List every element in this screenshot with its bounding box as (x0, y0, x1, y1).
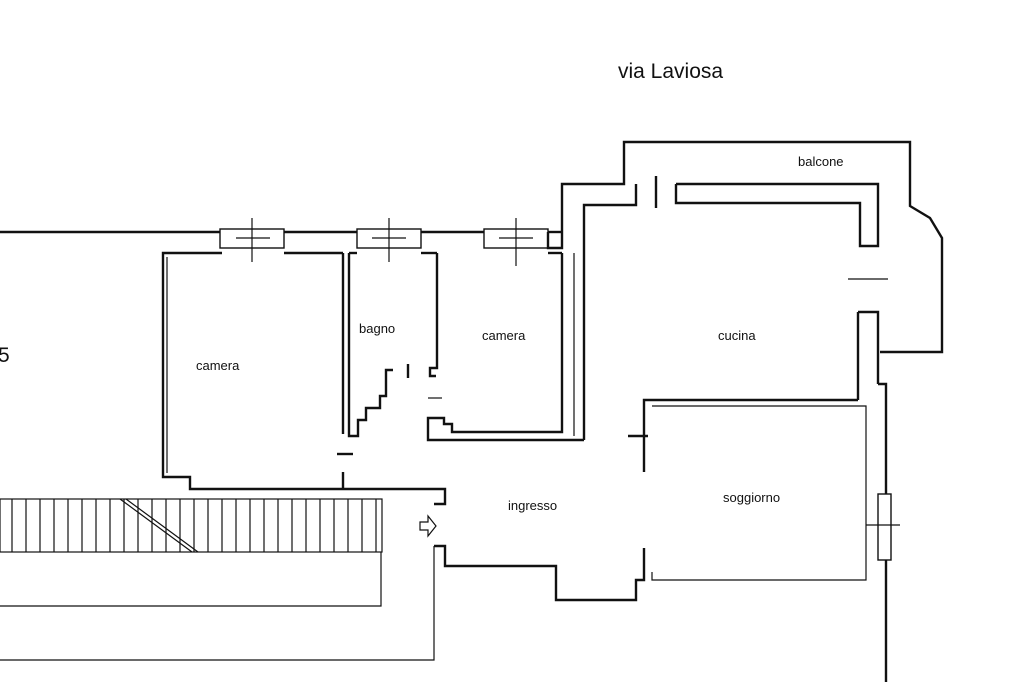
room-camera-left: camera (161, 251, 345, 491)
staircase (0, 498, 435, 661)
entrance-arrow-icon (419, 514, 437, 538)
room-ingresso: ingresso (337, 452, 646, 602)
room-bagno: bagno (347, 251, 442, 438)
room-camera-mid: camera (426, 251, 584, 442)
room-label-camera-left: camera (196, 358, 240, 373)
room-soggiorno: soggiorno (628, 382, 900, 682)
room-label-soggiorno: soggiorno (723, 490, 780, 505)
edge-mark-label: 5 (0, 344, 10, 367)
room-label-camera-mid: camera (482, 328, 526, 343)
room-label-cucina: cucina (718, 328, 756, 343)
north-facade (0, 218, 562, 266)
street-label: via Laviosa (618, 60, 723, 83)
room-cucina: balcone cucina (546, 140, 944, 440)
room-label-balcone: balcone (798, 154, 844, 169)
room-label-ingresso: ingresso (508, 498, 557, 513)
room-label-bagno: bagno (359, 321, 395, 336)
